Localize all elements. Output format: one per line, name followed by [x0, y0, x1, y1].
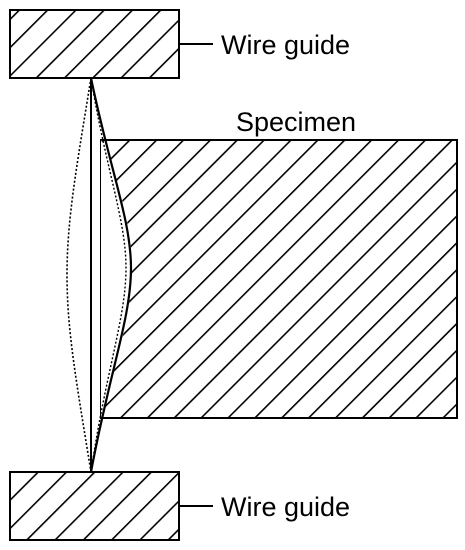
wire-vibration-left	[66, 77, 92, 473]
wire-vibration-right	[90, 77, 127, 473]
top-wire-guide-label: Wire guide	[221, 30, 350, 60]
wire-deflected-right	[89, 77, 133, 473]
specimen-kerf	[101, 140, 132, 418]
top-wire-guide-block	[9, 9, 180, 79]
specimen-label: Specimen	[236, 107, 356, 137]
specimen-block	[100, 139, 458, 419]
bottom-wire-guide-block	[9, 471, 180, 541]
bottom-wire-guide-label: Wire guide	[221, 492, 350, 522]
